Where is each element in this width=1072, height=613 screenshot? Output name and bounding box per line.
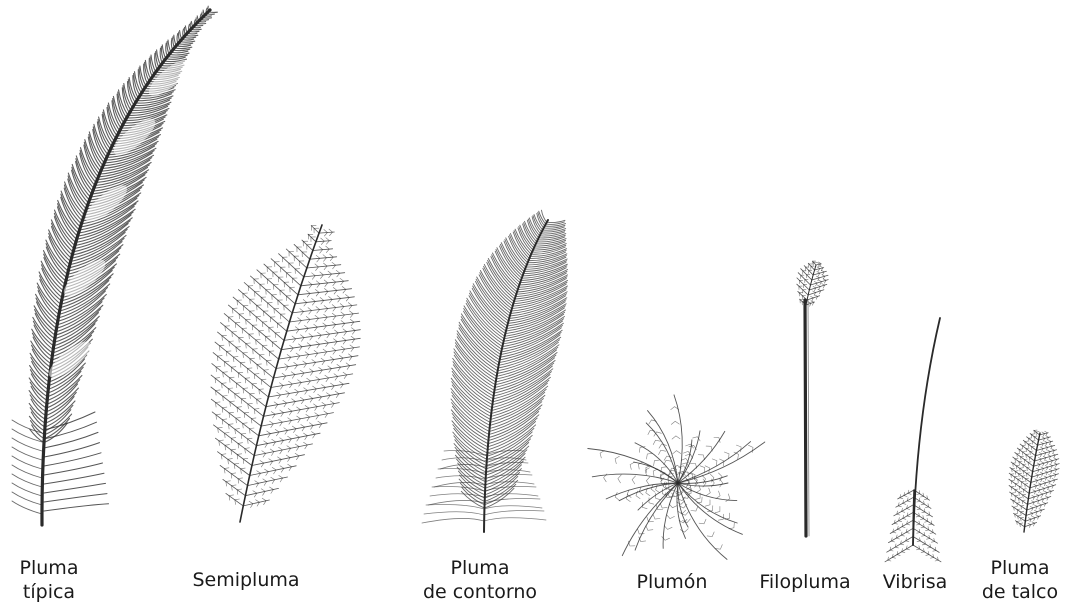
filopluma-drawing [797,261,828,536]
label-vibrisa: Vibrisa [870,570,960,594]
pluma-tipica-drawing [12,6,217,525]
label-filopluma: Filopluma [745,570,865,594]
semipluma-drawing [211,225,361,522]
label-semipluma: Semipluma [176,568,316,592]
plumon-drawing [588,395,765,560]
label-plumon: Plumón [622,570,722,594]
vibrisa-drawing [885,318,941,562]
pluma-talco-drawing [1009,430,1059,532]
pluma-contorno-drawing [422,210,568,532]
